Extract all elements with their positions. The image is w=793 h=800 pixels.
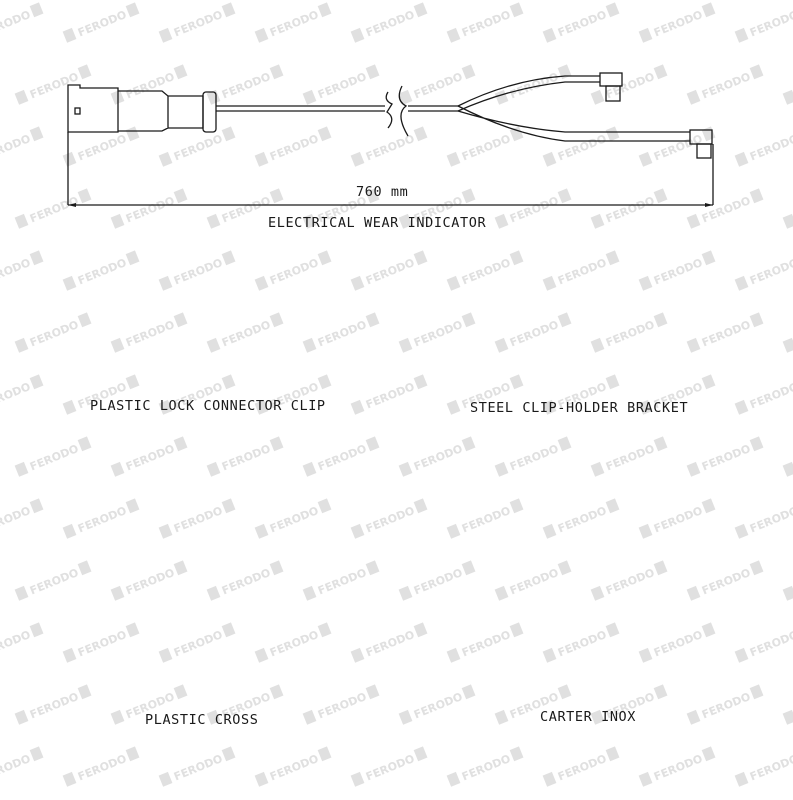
label-plastic-lock-connector-clip: PLASTIC LOCK CONNECTOR CLIP <box>90 398 326 414</box>
label-plastic-cross: PLASTIC CROSS <box>145 712 259 728</box>
label-electrical-wear-indicator: ELECTRICAL WEAR INDICATOR <box>268 215 487 231</box>
dimension-760mm: 760 mm <box>356 184 409 200</box>
label-carter-inox: CARTER INOX <box>540 709 637 725</box>
label-steel-clip-holder-bracket: STEEL CLIP-HOLDER BRACKET <box>470 400 689 416</box>
electrical-wear-indicator-drawing <box>67 72 714 207</box>
